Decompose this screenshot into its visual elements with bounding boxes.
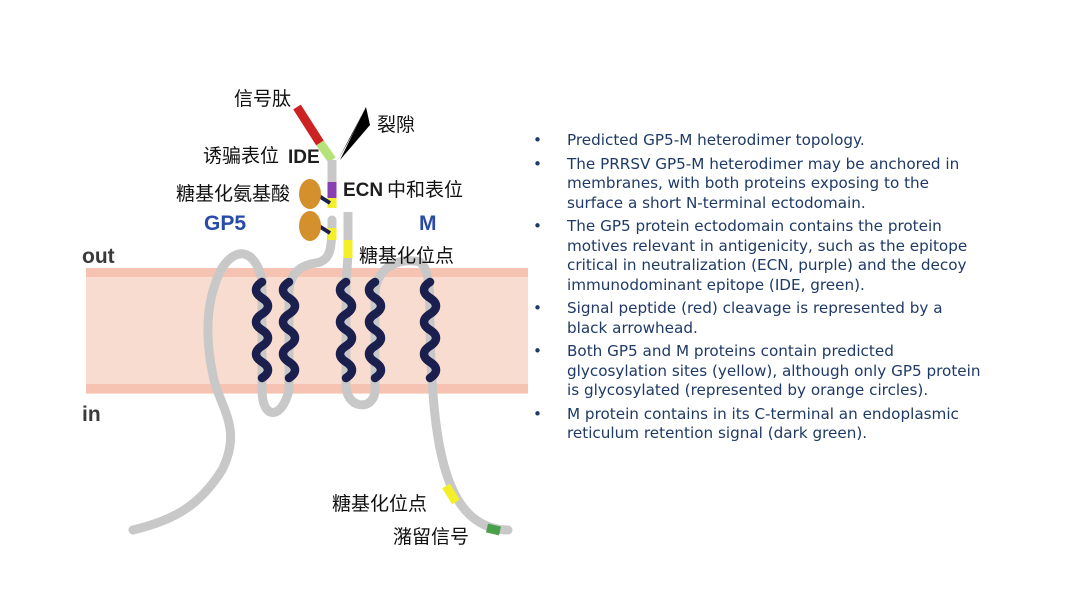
gp5-helix-1 — [256, 282, 268, 378]
topology-diagram: 信号肽 裂隙 诱骗表位 IDE 糖基化氨基酸 ECN 中和表位 GP5 M 糖基… — [0, 0, 540, 608]
cleavage-arrowhead-body — [340, 107, 370, 160]
label-glyco-amino-acid: 糖基化氨基酸 — [176, 183, 290, 205]
retention-signal-segment — [487, 528, 500, 531]
label-cleavage: 裂隙 — [377, 114, 415, 136]
label-retention-signal: 潴留信号 — [393, 526, 469, 548]
note-item: The PRRSV GP5-M heterodimer may be ancho… — [533, 155, 983, 214]
m-helix-1 — [369, 282, 381, 378]
label-in: in — [82, 403, 101, 426]
gp5-glycan-2 — [299, 211, 321, 241]
gp5-helix-2 — [283, 282, 295, 378]
label-out: out — [82, 245, 115, 268]
note-item: The GP5 protein ectodomain contains the … — [533, 217, 983, 295]
membrane-edge-bottom — [86, 384, 528, 393]
notes-list: Predicted GP5-M heterodimer topology. Th… — [533, 131, 983, 448]
label-m: M — [419, 212, 437, 235]
label-ecn: ECN — [343, 180, 383, 201]
note-item: Signal peptide (red) cleavage is represe… — [533, 299, 983, 338]
label-glyco-site-bottom: 糖基化位点 — [332, 493, 427, 515]
label-neutralizing-epitope: 中和表位 — [387, 179, 463, 201]
gp5-glycan-1 — [299, 179, 321, 209]
label-glyco-site-top: 糖基化位点 — [359, 245, 454, 267]
note-item: Predicted GP5-M heterodimer topology. — [533, 131, 983, 151]
signal-peptide — [297, 107, 320, 143]
ide-segment — [320, 143, 332, 160]
label-decoy-epitope: 诱骗表位 — [203, 145, 279, 167]
gp5-helix-3 — [340, 282, 352, 378]
membrane-band — [86, 268, 528, 394]
label-ide: IDE — [288, 147, 320, 168]
m-helix-2 — [424, 282, 436, 378]
label-gp5: GP5 — [204, 212, 246, 235]
note-item: M protein contains in its C-terminal an … — [533, 405, 983, 444]
note-item: Both GP5 and M proteins contain predicte… — [533, 342, 983, 401]
label-signal-peptide: 信号肽 — [234, 88, 291, 110]
